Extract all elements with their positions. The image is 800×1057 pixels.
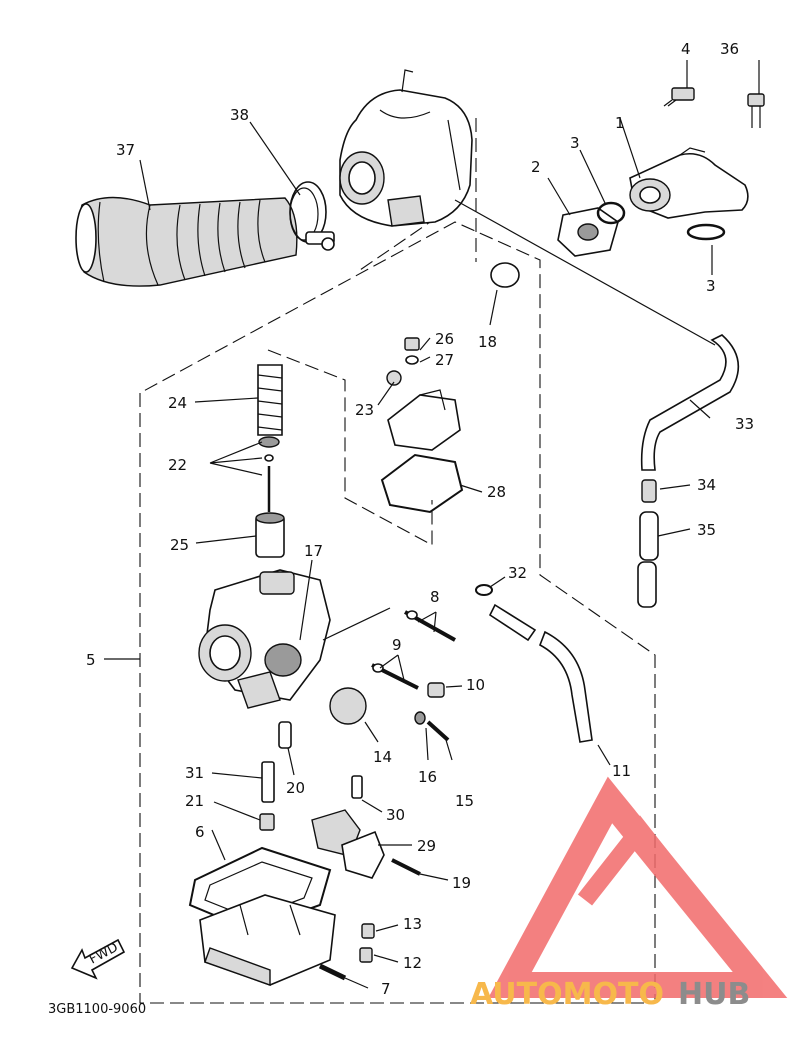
- callout-25: 25: [170, 536, 189, 554]
- callout-21: 21: [185, 792, 204, 810]
- callout-14: 14: [373, 748, 392, 766]
- callout-18: 18: [478, 333, 497, 351]
- callout-7: 7: [381, 980, 391, 998]
- callout-20: 20: [286, 779, 305, 797]
- hose-clamp: [289, 181, 335, 251]
- callout-6: 6: [195, 823, 205, 841]
- callout-3-lower: 3: [706, 277, 716, 295]
- throttle-spring: [257, 364, 283, 436]
- callout-31: 31: [185, 764, 204, 782]
- drain-hose-lower: [637, 561, 657, 608]
- screw-15: [426, 720, 450, 742]
- intake-boot: [75, 196, 298, 287]
- float-chamber-gasket: [188, 846, 332, 932]
- needle-jet: [278, 721, 292, 749]
- callout-19: 19: [452, 874, 471, 892]
- callout-8: 8: [430, 588, 440, 606]
- callout-34: 34: [697, 476, 716, 494]
- bolt-4: [663, 87, 695, 107]
- hose-clip: [475, 584, 493, 596]
- callout-15: 15: [455, 792, 474, 810]
- insulator-plate: [557, 207, 619, 257]
- float-chamber: [199, 894, 336, 986]
- fuel-hose: [488, 603, 593, 743]
- watermark-inner-mark: [577, 815, 703, 906]
- callout-23: 23: [355, 401, 374, 419]
- idle-screw-set: [371, 663, 419, 690]
- callout-26: 26: [435, 330, 454, 348]
- vent-hose: [640, 334, 740, 471]
- callout-36: 36: [720, 40, 739, 58]
- callout-13: 13: [403, 915, 422, 933]
- callout-labels: 1 2 3 3 4 5 6 7 8 9 10 11 12 13 14 15 16…: [86, 40, 754, 998]
- cover-washer: [405, 355, 419, 365]
- bolt-36: [747, 93, 765, 128]
- screw-7: [318, 963, 347, 981]
- washer-16: [414, 711, 426, 725]
- callout-16: 16: [418, 768, 437, 786]
- cover-gasket: [380, 453, 464, 514]
- callout-4: 4: [681, 40, 691, 58]
- needle-clip: [264, 454, 274, 462]
- callout-33: 33: [735, 415, 754, 433]
- callout-32: 32: [508, 564, 527, 582]
- float: [311, 809, 385, 879]
- callout-28: 28: [487, 483, 506, 501]
- pilot-screw-set: [404, 610, 456, 642]
- air-cut-ring: [490, 262, 520, 288]
- callout-37: 37: [116, 141, 135, 159]
- hose-joint: [641, 479, 657, 503]
- watermark-logo: [488, 776, 788, 998]
- callout-10: 10: [466, 676, 485, 694]
- callout-38: 38: [230, 106, 249, 124]
- callout-30: 30: [386, 806, 405, 824]
- o-ring-lower: [686, 223, 726, 241]
- callout-11: 11: [612, 762, 631, 780]
- callout-35: 35: [697, 521, 716, 539]
- float-pin: [391, 858, 421, 876]
- callout-27: 27: [435, 351, 454, 369]
- screw-13: [361, 923, 375, 939]
- callout-17: 17: [304, 542, 323, 560]
- callout-1: 1: [615, 114, 625, 132]
- carburetor-body: [198, 569, 331, 709]
- aux-outline: [267, 349, 433, 546]
- intake-manifold: [629, 147, 749, 219]
- o-ring-upper: [596, 201, 626, 225]
- callout-5: 5: [86, 651, 96, 669]
- drain-screw-10: [427, 682, 445, 698]
- leader-lines: [104, 60, 760, 989]
- air-filter-housing: [339, 69, 473, 227]
- throttle-valve: [255, 512, 285, 558]
- fwd-arrow: FWD: [70, 938, 126, 980]
- callout-24: 24: [168, 394, 187, 412]
- cover-screw: [404, 337, 420, 351]
- screw-12: [359, 947, 373, 963]
- main-jet-holder: [261, 761, 275, 803]
- diagram-code: 3GB1100-9060: [48, 1002, 146, 1017]
- callout-22: 22: [168, 456, 187, 474]
- watermark-text-hub: HUB: [678, 977, 750, 1012]
- top-cover: [387, 389, 461, 451]
- callout-29: 29: [417, 837, 436, 855]
- callout-3-upper: 3: [570, 134, 580, 152]
- callout-2: 2: [531, 158, 541, 176]
- main-jet: [259, 813, 275, 831]
- vent-line: [454, 199, 716, 346]
- plunger-cap: [329, 687, 367, 725]
- spring-seat: [258, 436, 280, 448]
- pilot-jet: [351, 775, 363, 799]
- callout-12: 12: [403, 954, 422, 972]
- drain-hose-upper: [639, 511, 659, 561]
- callout-9: 9: [392, 636, 402, 654]
- assembly-outline: [139, 221, 656, 1004]
- cover-nut: [386, 370, 402, 386]
- watermark-text-automoto: AUTOMOTO: [470, 977, 664, 1012]
